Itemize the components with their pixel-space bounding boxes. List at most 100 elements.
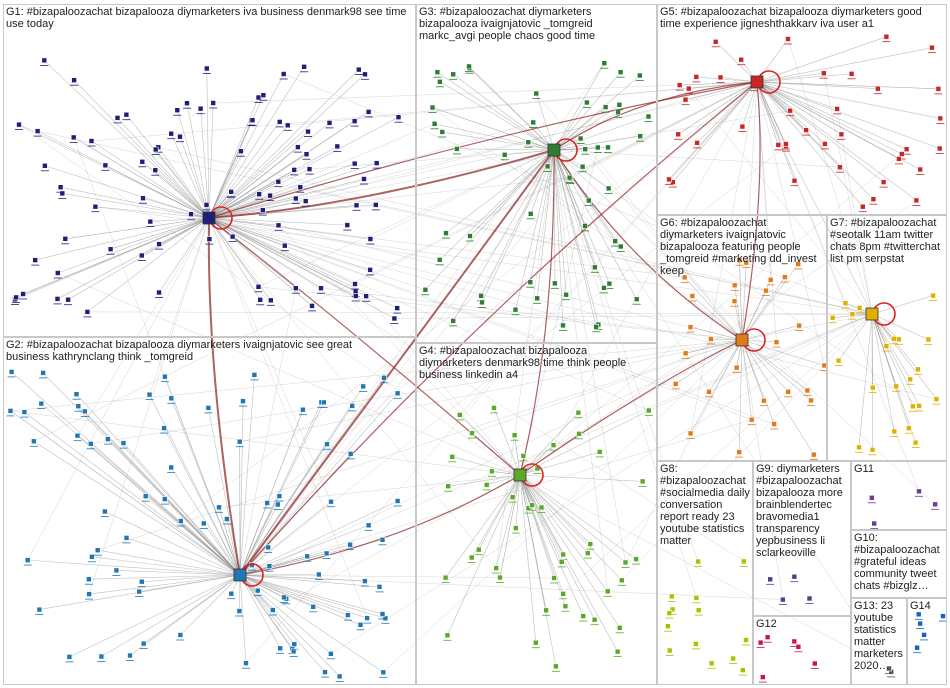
square-node-icon [349,403,356,409]
edge-line [734,301,743,341]
cross-edge-line [741,339,784,600]
square-node-icon [616,624,623,631]
square-node-icon [685,85,692,92]
square-node-icon [493,565,500,571]
square-node-icon [622,559,629,566]
edge-line [107,438,241,576]
square-node-icon [54,296,61,302]
square-node-icon [449,453,456,460]
edge-line [478,474,521,550]
square-node-icon [102,508,108,515]
group-g10-box: G10: #bizapaloozachat #grateful ideas co… [851,530,947,598]
square-node-icon [602,104,609,110]
square-node-icon [695,607,702,613]
cross-edge-line [239,63,605,576]
cross-edge-line [208,123,435,219]
square-node-icon [123,535,130,541]
square-node-icon [886,665,892,672]
cross-edge-line [88,217,210,595]
cross-edge-line [365,296,521,476]
square-node-icon [238,148,244,154]
square-node-icon [8,369,15,375]
cross-edge-line [553,149,808,391]
avatar-hub-icon [865,307,879,321]
edge-line [448,474,521,487]
square-node-icon [907,376,914,383]
square-node-icon [276,119,283,125]
square-node-icon [310,603,317,610]
edge-line [87,217,210,313]
square-node-icon [139,159,146,165]
square-node-icon [456,412,463,418]
square-node-icon [582,146,589,152]
edge-line [741,339,752,420]
cross-edge-line [320,287,743,341]
edge-line [756,81,787,145]
square-node-icon [848,71,855,77]
square-node-icon [16,121,22,128]
edge-line [24,411,241,576]
edge-line [97,549,241,576]
group-g3-box: G3: #bizapaloozachat diymarketers bizapa… [416,4,657,343]
edge-line [158,147,210,219]
cross-edge-line [495,149,555,569]
edge-line [208,121,280,219]
square-node-icon [593,323,600,330]
square-node-icon [382,615,389,622]
edge-line [155,170,210,219]
edge-line [756,47,933,83]
square-node-icon [152,146,159,153]
square-node-icon [575,409,582,416]
square-node-icon [532,639,539,646]
edge-line [756,81,863,207]
edge-line [553,149,610,284]
square-node-icon [82,408,88,415]
cross-edge-line [73,137,210,219]
square-node-icon [107,246,114,252]
square-node-icon [896,336,902,343]
avatar-hub-icon [513,468,527,482]
square-node-icon [469,430,475,436]
hub-link-path [519,149,555,476]
edge-line [62,193,210,219]
square-node-icon [249,117,256,123]
edge-line [126,114,210,219]
group-g4-box: G4: #bizapaloozachat bizapalooza diymark… [416,343,657,685]
edge-line [208,73,285,219]
square-node-icon [796,322,802,329]
edge-line [756,81,940,149]
square-node-icon [443,230,449,236]
edge-line [696,76,758,83]
edge-line [529,149,555,283]
edge-line [239,501,332,576]
cross-edge-line [370,149,555,240]
edge-line [208,217,398,309]
square-node-icon [353,202,360,209]
hub-link-path [239,149,555,576]
square-node-icon [605,185,612,192]
cross-edge-line [278,225,521,476]
square-node-icon [376,584,383,590]
group-g8-label: G8: #bizapaloozachat #socialmedia daily … [660,463,750,547]
edge-line [434,123,555,151]
edge-line [35,217,210,261]
square-node-icon [584,550,591,556]
edge-line [110,217,210,250]
square-node-icon [633,556,639,562]
edge-line [756,81,939,90]
edge-line [239,574,281,649]
square-node-icon [525,139,532,145]
edge-line [741,339,789,392]
edge-line [439,81,555,151]
square-node-icon [543,607,549,614]
square-node-icon [612,238,619,244]
square-node-icon [336,673,343,680]
edge-line [871,313,895,432]
square-node-icon [761,397,767,404]
group-g10-label: G10: #bizapaloozachat #grateful ideas co… [854,532,940,592]
square-node-icon [687,430,694,437]
square-node-icon [645,113,652,120]
square-node-icon [355,66,362,73]
square-node-icon [579,163,586,170]
square-node-icon [636,72,643,79]
